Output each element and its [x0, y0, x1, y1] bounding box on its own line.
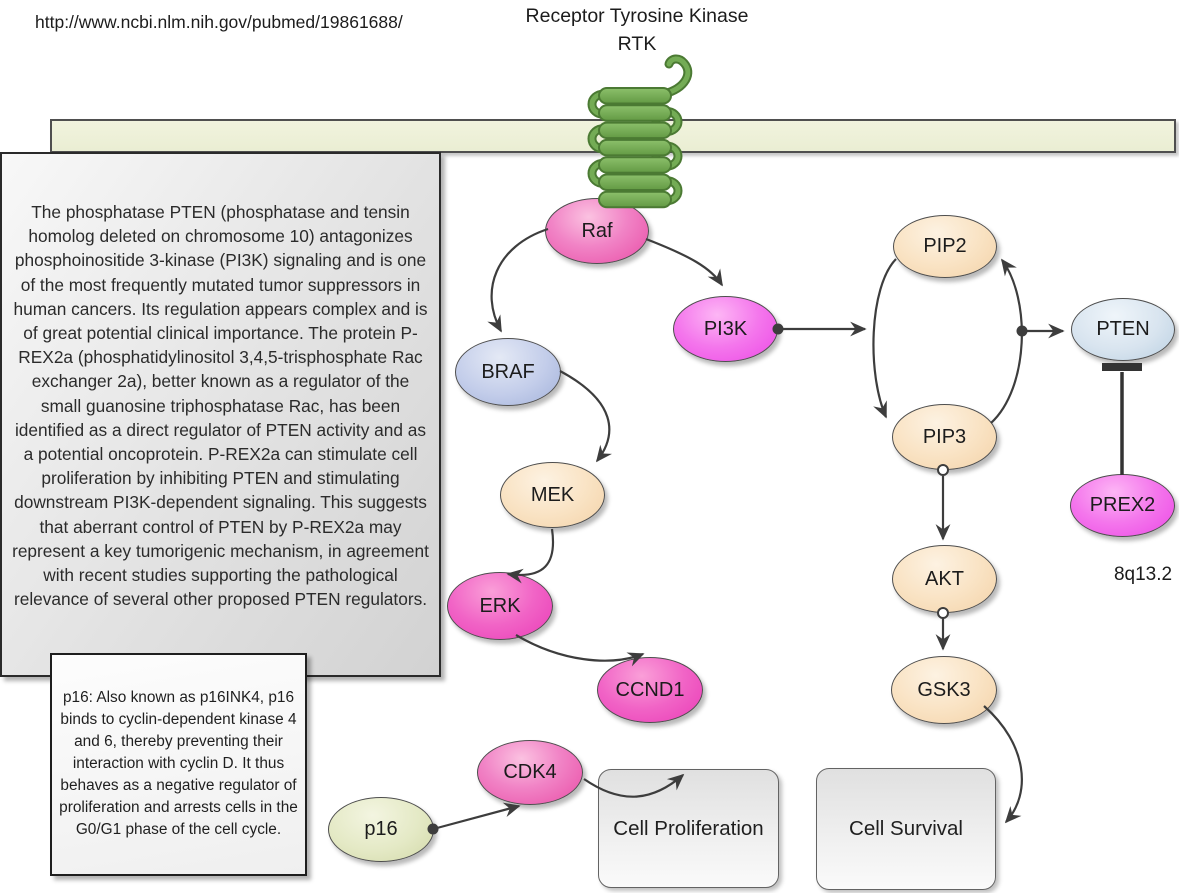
- node-label: PTEN: [1096, 318, 1150, 340]
- node-label: PREX2: [1089, 494, 1156, 516]
- edge-raf-braf: [487, 227, 549, 333]
- node-pi3k: PI3K: [673, 296, 778, 362]
- p16-note-box: p16: Also known as p16INK4, p16 binds to…: [50, 653, 307, 876]
- node-cdk4: CDK4: [477, 740, 583, 805]
- node-raf: Raf: [545, 198, 649, 264]
- receptor-title: Receptor Tyrosine Kinase: [525, 5, 749, 27]
- edge-braf-mek: [559, 370, 612, 463]
- node-label: BRAF: [481, 360, 535, 383]
- node-label: PI3K: [703, 317, 748, 340]
- node-label: MEK: [530, 483, 575, 506]
- edge-raf-pi3k: [645, 237, 723, 287]
- node-pten: PTEN: [1071, 298, 1175, 361]
- edge-mek-erk: [506, 528, 555, 584]
- node-label: PIP3: [922, 425, 967, 448]
- node-label: CDK4: [503, 761, 557, 783]
- node-label: AKT: [925, 567, 964, 590]
- node-gsk3: GSK3: [891, 656, 997, 724]
- pten-note-text: The phosphatase PTEN (phosphatase and te…: [12, 202, 429, 610]
- cell-membrane-bar: [50, 119, 1176, 153]
- outcome-cell-survival: Cell Survival: [816, 768, 996, 890]
- receptor-abbr: RTK: [617, 33, 657, 55]
- node-braf: BRAF: [455, 338, 561, 406]
- source-url-text: http://www.ncbi.nlm.nih.gov/pubmed/19861…: [35, 12, 403, 32]
- dot-pten: [1016, 325, 1028, 337]
- edge-pip2-pip3: [872, 258, 897, 419]
- locus-label: 8q13.2: [1113, 564, 1173, 585]
- node-pip3: PIP3: [892, 404, 997, 470]
- outcome-label: Cell Survival: [849, 817, 963, 840]
- node-label: ERK: [479, 594, 521, 617]
- edge-prex2-inhibits-pten: [1102, 363, 1142, 475]
- node-ccnd1: CCND1: [597, 657, 703, 723]
- node-label: PIP2: [923, 235, 967, 257]
- node-prex2: PREX2: [1070, 474, 1175, 537]
- node-label: p16: [364, 818, 398, 840]
- node-erk: ERK: [447, 572, 553, 640]
- p16-note-text: p16: Also known as p16INK4, p16 binds to…: [59, 689, 298, 838]
- edge-erk-ccnd1: [515, 634, 645, 667]
- outcome-label: Cell Proliferation: [613, 816, 764, 840]
- node-label: Raf: [581, 219, 613, 242]
- node-akt: AKT: [892, 545, 997, 613]
- outcome-cell-proliferation: Cell Proliferation: [598, 769, 779, 888]
- node-p16: p16: [328, 797, 434, 862]
- node-label: CCND1: [615, 678, 685, 701]
- edge-pip3-pip2: [990, 258, 1023, 424]
- node-label: GSK3: [917, 678, 971, 701]
- edge-p16-cdk4: [436, 802, 521, 830]
- node-pip2: PIP2: [893, 215, 997, 278]
- node-mek: MEK: [500, 462, 605, 528]
- pten-note-box: The phosphatase PTEN (phosphatase and te…: [0, 152, 441, 677]
